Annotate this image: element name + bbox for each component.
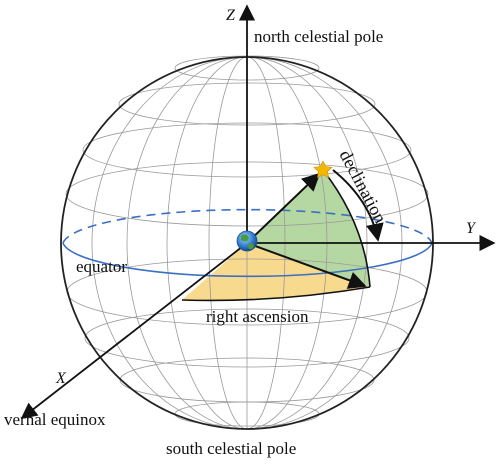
projection-arrow	[246, 242, 367, 289]
star-direction-arrow	[246, 172, 321, 244]
y-axis-label: Y	[466, 220, 477, 237]
x-axis-label: X	[55, 370, 67, 387]
south-pole-label: south celestial pole	[166, 439, 296, 458]
right-ascension-sector	[182, 243, 370, 301]
right-ascension-label: right ascension	[206, 307, 309, 326]
declination-arc-arrow	[332, 169, 384, 242]
equator-label: equator	[76, 257, 127, 276]
star-icon	[313, 160, 333, 179]
z-axis-label: Z	[226, 7, 236, 24]
equator-circle	[62, 208, 433, 278]
north-pole-label: north celestial pole	[254, 27, 383, 46]
vernal-equinox-label: vernal equinox	[4, 410, 106, 429]
sector-edges	[181, 169, 371, 302]
declination-sector	[247, 170, 370, 287]
x-axis	[20, 242, 248, 419]
earth-globe-icon	[236, 230, 258, 252]
